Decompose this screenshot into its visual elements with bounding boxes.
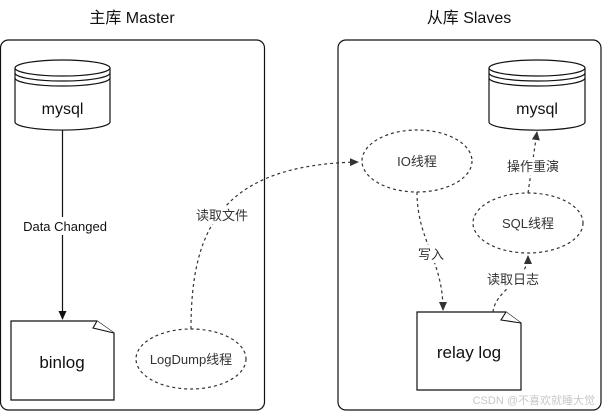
master-title: 主库 Master bbox=[89, 9, 175, 27]
master-mysql-label: mysql bbox=[42, 101, 84, 118]
sql-thread-label: SQL线程 bbox=[502, 216, 554, 231]
relay-log-label: relay log bbox=[437, 343, 501, 362]
binlog-document-icon[interactable]: binlog bbox=[10, 320, 115, 401]
io-thread-label: IO线程 bbox=[397, 154, 437, 169]
sql-thread-node[interactable]: SQL线程 bbox=[472, 192, 584, 254]
read-file-arrow bbox=[190, 158, 359, 330]
io-thread-node[interactable]: IO线程 bbox=[361, 129, 473, 193]
logdump-thread-label: LogDump线程 bbox=[150, 352, 232, 367]
slave-mysql-database-icon[interactable]: mysql bbox=[488, 59, 586, 131]
slave-container bbox=[337, 39, 602, 411]
slave-mysql-label: mysql bbox=[516, 101, 558, 118]
read-log-label: 读取日志 bbox=[487, 272, 539, 287]
master-mysql-database-icon[interactable]: mysql bbox=[14, 59, 111, 131]
binlog-label: binlog bbox=[39, 353, 84, 372]
watermark: CSDN @不喜欢就睡大觉 bbox=[473, 393, 595, 407]
master-container bbox=[0, 39, 266, 411]
read-log-arrow bbox=[492, 255, 532, 313]
slave-title: 从库 Slaves bbox=[427, 9, 511, 27]
data-changed-label: Data Changed bbox=[23, 219, 107, 234]
relay-log-document-icon[interactable]: relay log bbox=[416, 311, 522, 391]
read-file-label: 读取文件 bbox=[196, 208, 248, 223]
logdump-thread-node[interactable]: LogDump线程 bbox=[135, 328, 247, 390]
write-label: 写入 bbox=[418, 247, 444, 262]
replay-label: 操作重演 bbox=[507, 159, 559, 174]
